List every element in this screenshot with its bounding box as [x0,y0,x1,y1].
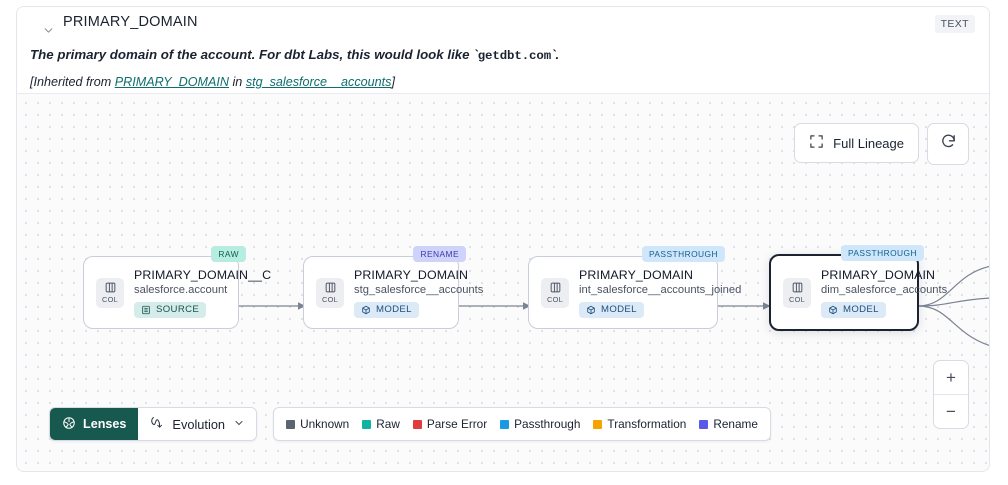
node-kind-badge: MODEL [354,301,419,318]
lineage-legend: Unknown Raw Parse Error Passthrough Tran… [273,407,771,441]
legend-swatch [500,419,510,429]
node-type-pill: RAW [211,246,246,262]
inherited-column-link[interactable]: PRIMARY_DOMAIN [114,75,229,89]
column-chip-label: COL [788,295,806,304]
expand-icon [809,134,824,152]
lenses-label: Lenses [83,417,127,431]
node-kind-label: MODEL [376,304,412,315]
chevron-down-icon [233,417,245,432]
node-kind-badge: SOURCE [134,301,207,318]
node-subtitle: salesforce.account [134,283,228,296]
node-subtitle: int_salesforce__accounts_joined [579,283,742,296]
lenses-evolution-group: Lenses Evolution [49,407,258,441]
lineage-edges [238,265,989,346]
node-kind-label: MODEL [601,304,637,315]
node-kind-badge: MODEL [579,301,644,318]
legend-swatch [286,419,296,429]
node-type-pill: RENAME [413,246,466,262]
lineage-node-selected[interactable]: PASSTHROUGH COL PRIMARY_DOMAIN dim_sales… [769,245,947,331]
legend-swatch [699,419,709,429]
legend-item: Transformation [593,417,686,431]
column-icon: COL [96,277,124,308]
zoom-out-button[interactable]: − [946,401,956,421]
full-lineage-button[interactable]: Full Lineage [794,123,919,163]
node-type-pill: PASSTHROUGH [840,245,924,261]
column-icon: COL [316,277,344,308]
node-body: PRIMARY_DOMAIN__C salesforce.account SOU… [134,268,271,318]
card-header: PRIMARY_DOMAIN TEXT The primary domain o… [17,7,989,93]
lineage-toolbar-top: Full Lineage [794,123,969,165]
node-kind-badge: MODEL [821,301,886,318]
legend-swatch [362,419,372,429]
legend-item: Passthrough [500,417,580,431]
legend-item: Parse Error [412,417,488,431]
legend-label: Transformation [607,417,687,431]
column-chip-label: COL [321,295,339,304]
node-title: PRIMARY_DOMAIN [579,267,694,282]
column-icon: COL [783,277,811,308]
evolution-label: Evolution [172,416,226,432]
node-body: PRIMARY_DOMAIN stg_salesforce__accounts … [354,268,483,318]
description-prefix: The primary domain of the account. For d… [30,47,478,62]
legend-item: Unknown [286,417,349,431]
legend-label: Passthrough [514,417,581,431]
column-lineage-card: PRIMARY_DOMAIN TEXT The primary domain o… [16,6,990,472]
legend-label: Raw [376,417,400,431]
legend-label: Parse Error [426,417,488,431]
legend-label: Unknown [300,417,350,431]
lineage-canvas[interactable]: Full Lineage RAW COL PRIMARY_DOMAIN__C s… [17,93,989,471]
node-subtitle: stg_salesforce__accounts [354,283,484,296]
column-description: The primary domain of the account. For d… [30,47,949,63]
lineage-node[interactable]: RENAME COL PRIMARY_DOMAIN stg_salesforce… [303,246,483,329]
node-kind-label: SOURCE [156,304,200,315]
aperture-icon [62,416,76,433]
evolution-dropdown[interactable]: Evolution [138,408,256,440]
column-chip-label: COL [101,295,119,304]
zoom-in-button[interactable]: + [934,361,968,395]
node-title: PRIMARY_DOMAIN [821,267,936,282]
lenses-button[interactable]: Lenses [50,408,139,440]
inherited-from-note: [Inherited from PRIMARY_DOMAIN in stg_sa… [30,75,395,89]
inherited-close: ] [391,75,395,89]
node-title: PRIMARY_DOMAIN [354,267,469,282]
full-lineage-label: Full Lineage [833,135,904,151]
description-code: getdbt.com [477,49,552,63]
refresh-icon [940,133,957,155]
legend-swatch [593,419,603,429]
description-suffix: `. [551,47,560,62]
lineage-bottom-toolbar: Lenses Evolution Unknown Raw Parse Error… [49,407,771,441]
node-type-pill: PASSTHROUGH [641,246,725,262]
node-subtitle: dim_salesforce_accounts [821,283,948,296]
lineage-node[interactable]: RAW COL PRIMARY_DOMAIN__C salesforce.acc… [83,246,271,329]
node-body: PRIMARY_DOMAIN dim_salesforce_accounts M… [821,268,947,318]
legend-item: Rename [699,417,758,431]
legend-item: Raw [362,417,400,431]
inherited-mid: in [229,75,246,89]
status-badge: TEXT [934,15,975,33]
node-kind-label: MODEL [843,304,879,315]
chevron-down-icon[interactable] [39,21,57,39]
page-title: PRIMARY_DOMAIN [63,14,198,30]
legend-swatch [412,419,422,429]
inherited-open: [Inherited from [30,75,115,89]
column-icon: COL [541,277,569,308]
zoom-controls: + − [933,360,969,429]
evolution-flow-icon [149,415,164,433]
inherited-model-link[interactable]: stg_salesforce__accounts [245,75,392,89]
lineage-node[interactable]: PASSTHROUGH COL PRIMARY_DOMAIN int_sales… [528,246,741,329]
node-body: PRIMARY_DOMAIN int_salesforce__accounts_… [579,268,741,318]
column-chip-label: COL [546,295,564,304]
node-title: PRIMARY_DOMAIN__C [134,267,272,282]
refresh-button[interactable] [927,123,969,165]
legend-label: Rename [713,417,758,431]
